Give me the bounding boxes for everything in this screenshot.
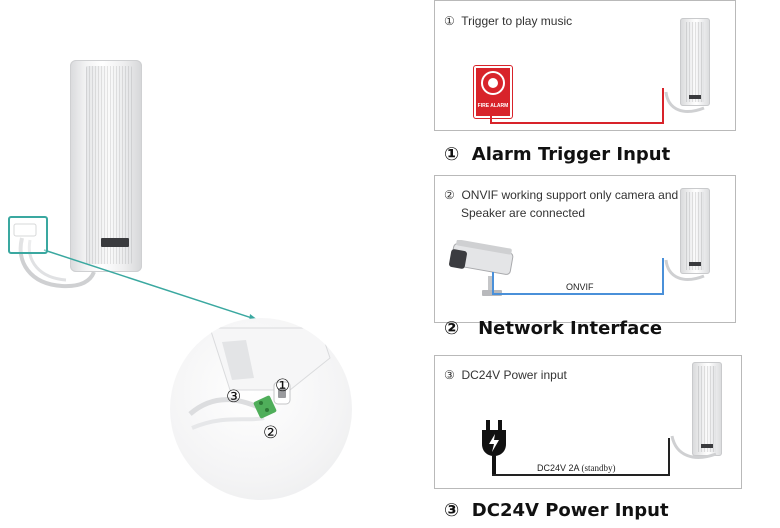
panel-3-speaker-logo xyxy=(701,444,713,448)
zoom-marker-2: ② xyxy=(263,423,279,443)
panel-1-number: ① xyxy=(444,14,455,28)
cable-highlight-box xyxy=(8,216,48,254)
zoom-marker-3: ③ xyxy=(226,387,242,407)
power-plug-icon xyxy=(482,420,506,476)
panel-3-heading-number: ③ xyxy=(444,500,460,521)
panel-2-speaker-cable xyxy=(664,259,705,281)
panel-3-speaker-cable xyxy=(670,435,717,459)
power-wire-rating: DC24V 2A xyxy=(537,463,580,473)
panel-2-caption-2: Speaker are connected xyxy=(461,206,586,220)
alarm-wire-rise xyxy=(662,88,664,124)
panel-2-caption-1: ONVIF working support only camera and xyxy=(461,188,679,202)
speaker-cable-2 xyxy=(27,239,67,282)
callout-line xyxy=(43,249,259,321)
power-wire-note: (standby) xyxy=(581,463,616,473)
zoom-terminal-block xyxy=(253,395,277,419)
panel-1-speaker-cable xyxy=(664,91,705,113)
panel-2-caption-line-1: ② ONVIF working support only camera and xyxy=(444,186,678,204)
panel-3-number: ③ xyxy=(444,368,455,382)
speaker-cable xyxy=(18,237,96,289)
zoom-marker-1: ① xyxy=(275,376,291,396)
speaker-logo xyxy=(101,238,129,247)
panel-1-speaker-grille xyxy=(686,22,704,102)
panel-1-heading-text: Alarm Trigger Input xyxy=(471,144,671,165)
panel-2-heading-text: Network Interface xyxy=(478,318,663,339)
panel-2-speaker-grille xyxy=(686,192,704,270)
power-input-heading: ③ DC24V Power Input xyxy=(444,500,669,521)
zoom-cable-2 xyxy=(191,416,265,430)
camera-icon xyxy=(449,240,514,296)
panel-3-speaker-grille xyxy=(698,366,716,452)
panel-3-caption-row: ③ DC24V Power input xyxy=(444,366,567,384)
panel-2-speaker-logo xyxy=(689,262,701,266)
alarm-wire-horizontal xyxy=(490,122,664,124)
power-input-panel xyxy=(434,355,742,489)
alarm-wire-drop xyxy=(490,116,492,124)
zoom-detail-circle xyxy=(170,318,352,500)
power-wire-label: DC24V 2A (standby) xyxy=(537,463,616,473)
panel-3-heading-text: DC24V Power Input xyxy=(471,500,669,521)
panel-2-heading-number: ② xyxy=(444,318,460,339)
network-wire-horizontal xyxy=(492,293,664,295)
panel-2-number: ② xyxy=(444,188,455,202)
speaker-grille xyxy=(86,66,132,264)
zoom-speaker-shadow xyxy=(222,340,254,380)
fire-alarm-bell xyxy=(481,71,505,95)
power-wire-horizontal xyxy=(492,474,670,476)
power-wire-rise xyxy=(668,438,670,476)
fire-alarm-icon: FIRE ALARM xyxy=(474,66,512,118)
network-wire-rise xyxy=(662,258,664,295)
alarm-trigger-heading: ① Alarm Trigger Input xyxy=(444,144,670,165)
onvif-label: ONVIF xyxy=(566,282,594,292)
panel-3-caption: DC24V Power input xyxy=(461,368,567,382)
zoom-illustration xyxy=(188,327,331,430)
panel-1-caption-row: ① Trigger to play music xyxy=(444,12,572,30)
panel-1-speaker-logo xyxy=(689,95,701,99)
network-interface-heading: ② Network Interface xyxy=(444,318,662,339)
connector-block xyxy=(13,223,37,237)
network-wire-drop xyxy=(492,272,494,294)
panel-1-heading-number: ① xyxy=(444,144,460,165)
panel-1-caption: Trigger to play music xyxy=(461,14,573,28)
fire-alarm-text: FIRE ALARM xyxy=(477,103,509,109)
